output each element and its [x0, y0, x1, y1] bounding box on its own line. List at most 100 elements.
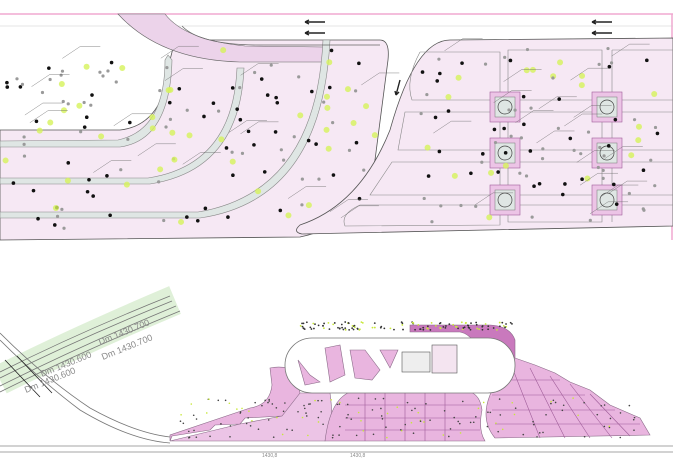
tree-dot-icon [454, 325, 457, 328]
shrub-icon [282, 158, 286, 162]
tree-dot-icon [272, 436, 275, 438]
annotation-leader [604, 146, 643, 159]
tree-dot-icon [208, 398, 210, 400]
tree-symbol-icon [218, 136, 225, 143]
tree-dot-icon [550, 400, 552, 403]
tree-symbol-icon [76, 102, 83, 109]
tree-symbol-icon [83, 63, 90, 70]
tree-dot-icon [350, 418, 353, 420]
tree-dot-icon [344, 321, 347, 323]
tree-symbol-icon [64, 177, 71, 184]
tree-dot-icon [238, 117, 243, 122]
tree-symbol-icon [178, 218, 185, 225]
tree-symbol-icon [157, 166, 164, 173]
tree-dot-icon [477, 407, 480, 410]
shrub-icon [437, 57, 441, 61]
tree-dot-icon [557, 97, 562, 101]
tree-dot-icon [276, 416, 278, 419]
annotation-leader [160, 46, 199, 59]
tree-dot-icon [478, 328, 480, 331]
shrub-icon [493, 140, 498, 145]
tree-dot-icon [554, 401, 557, 404]
tree-dot-icon [278, 208, 283, 213]
annotation-leader [62, 46, 101, 59]
annotation-leader [609, 180, 648, 194]
tree-dot-icon [360, 419, 362, 422]
tree-dot-icon [257, 428, 260, 430]
tree-dot-icon [341, 326, 344, 329]
tree-dot-icon [18, 85, 23, 89]
tree-dot-icon [612, 182, 616, 187]
annotation-leader [611, 43, 650, 57]
tree-symbol-icon [149, 125, 156, 132]
tree-dot-icon [645, 58, 649, 63]
tree-dot-icon [449, 428, 452, 430]
tree-dot-icon [301, 416, 304, 419]
shrub-icon [48, 77, 52, 82]
contour-label: 1430,8 [262, 453, 278, 459]
round-fountain-icon [599, 99, 615, 115]
tree-dot-icon [596, 413, 599, 416]
shrub-icon [598, 145, 602, 150]
tree-dot-icon [434, 324, 437, 327]
tree-dot-icon [442, 434, 445, 436]
tree-dot-icon [495, 422, 497, 424]
tree-dot-icon [36, 216, 40, 221]
shrub-icon [300, 203, 304, 207]
tree-symbol-icon [323, 126, 330, 133]
annotation-leader [589, 201, 629, 214]
tree-dot-icon [633, 416, 636, 419]
tree-symbol-icon [297, 112, 304, 119]
tree-dot-icon [317, 421, 320, 423]
tree-symbol-icon [2, 157, 9, 164]
tree-dot-icon [309, 326, 312, 329]
tree-dot-icon [346, 403, 349, 406]
tree-dot-icon [545, 413, 547, 416]
tree-dot-icon [182, 422, 185, 425]
tree-dot-icon [496, 328, 498, 331]
tree-dot-icon [217, 399, 220, 402]
tree-dot-icon [400, 321, 403, 324]
shrub-icon [529, 106, 533, 110]
tree-dot-icon [433, 115, 438, 120]
tree-dot-icon [603, 404, 606, 406]
shrub-icon [22, 135, 26, 139]
tree-dot-icon [406, 401, 409, 404]
tree-dot-icon [187, 436, 190, 439]
tree-dot-icon [446, 109, 451, 113]
shrub-icon [101, 74, 105, 78]
tree-dot-icon [381, 418, 384, 420]
shrub-icon [422, 196, 426, 201]
tree-dot-icon [492, 127, 497, 132]
shrub-icon [354, 89, 358, 93]
tree-dot-icon [187, 430, 190, 433]
tree-dot-icon [606, 144, 611, 148]
tree-dot-icon [453, 416, 456, 419]
tree-dot-icon [31, 188, 36, 193]
tree-dot-icon [521, 94, 526, 99]
tree-dot-icon [90, 93, 94, 97]
shrub-icon [530, 215, 534, 219]
tree-dot-icon [419, 420, 422, 423]
tree-dot-icon [383, 327, 386, 330]
shrub-icon [60, 69, 65, 73]
tree-dot-icon [241, 407, 243, 410]
tree-symbol-icon [167, 86, 174, 93]
tree-symbol-icon [529, 66, 536, 73]
tree-dot-icon [422, 326, 425, 329]
tree-symbol-icon [502, 162, 509, 169]
tree-symbol-icon [424, 144, 431, 151]
shrub-icon [62, 226, 66, 230]
annotation-leader [240, 121, 279, 135]
tree-dot-icon [536, 436, 538, 438]
tree-dot-icon [230, 86, 235, 90]
tree-dot-icon [497, 430, 499, 433]
annotation-leader [536, 130, 575, 144]
shrub-icon [168, 117, 173, 121]
shrub-icon [642, 208, 646, 212]
tree-symbol-icon [371, 132, 378, 139]
tree-dot-icon [422, 328, 425, 331]
tree-dot-icon [192, 414, 195, 417]
tree-dot-icon [338, 434, 340, 436]
tree-symbol-icon [149, 114, 156, 121]
